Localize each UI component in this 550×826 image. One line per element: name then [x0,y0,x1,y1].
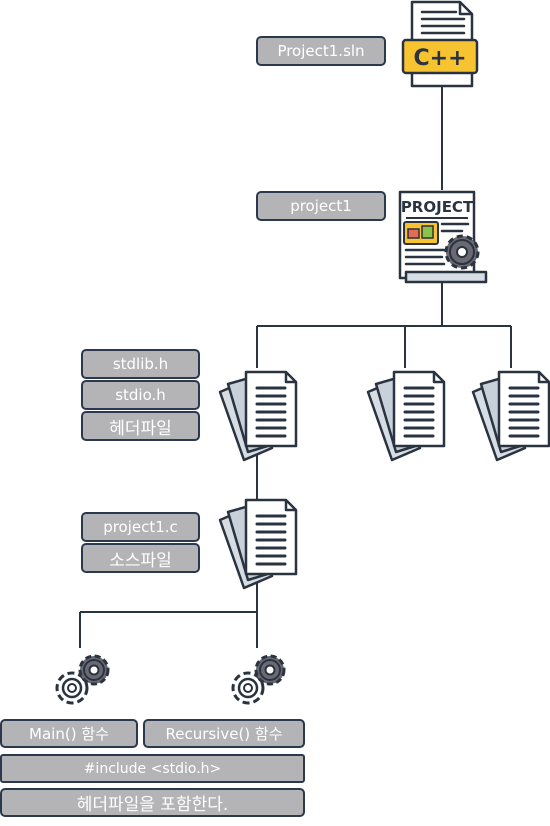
recursive-function-label: Recursive() 함수 [143,719,305,748]
header-file-stdlib: stdlib.h [81,349,200,379]
solution-label: Project1.sln [256,36,386,66]
documents-icon [366,370,446,462]
source-files-category: 소스파일 [81,543,200,573]
cpp-file-icon: C++ [401,0,479,88]
project-document-icon: PROJECT [398,190,488,284]
include-line-label: #include <stdio.h> [0,754,305,783]
connector-lines [79,84,512,648]
include-note-label: 헤더파일을 포함한다. [0,788,305,817]
header-files-icon [218,370,298,462]
project-doc-title: PROJECT [401,198,474,216]
source-files-icon [218,498,298,590]
header-files-category: 헤더파일 [81,411,200,441]
project-label: project1 [256,191,386,221]
header-file-stdio: stdio.h [81,380,200,410]
cpp-badge: C++ [413,46,466,71]
main-function-gears-icon [55,654,110,705]
source-file-project1c: project1.c [81,512,200,542]
main-function-label: Main() 함수 [0,719,138,748]
documents-icon [471,370,550,462]
recursive-function-gears-icon [231,654,286,705]
